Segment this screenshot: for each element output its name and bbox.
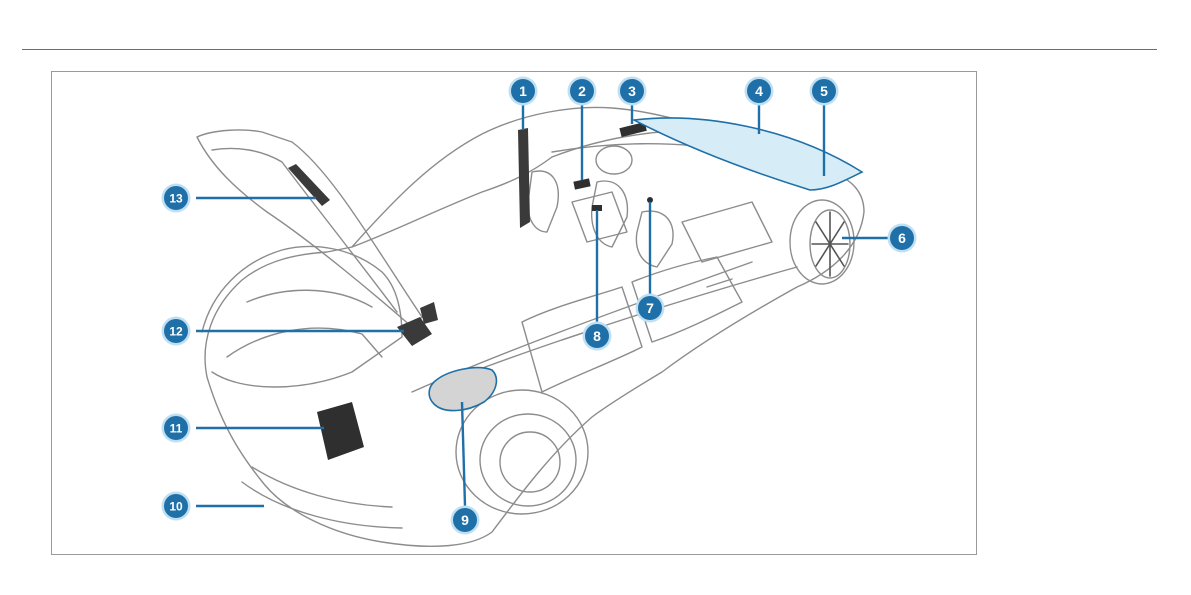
trunk-floor xyxy=(227,328,382,357)
callout-2-label: 2 xyxy=(578,83,586,99)
callout-1-label: 1 xyxy=(519,83,527,99)
leader-9 xyxy=(462,402,465,506)
front-seat-right xyxy=(636,211,673,267)
center-console xyxy=(572,192,627,242)
console-switch xyxy=(573,178,590,189)
callout-2: 2 xyxy=(568,77,597,106)
rear-bumper xyxy=(242,467,402,528)
callout-4: 4 xyxy=(745,77,774,106)
trunk-lid xyxy=(197,130,422,327)
car-diagram: 1 2 3 4 5 6 7 xyxy=(52,72,976,554)
b-pillar-panel xyxy=(518,128,530,228)
highlighted-parts xyxy=(288,118,862,460)
windscreen-highlight xyxy=(634,118,862,190)
callout-12: 12 xyxy=(162,317,191,346)
callout-10-label: 10 xyxy=(169,500,183,514)
trunk-opening xyxy=(202,246,402,387)
rear-seat xyxy=(528,171,558,232)
callout-11-label: 11 xyxy=(170,422,183,436)
trunk-inner-wall xyxy=(247,290,372,307)
callout-9: 9 xyxy=(451,506,480,535)
trunk-lid-handle xyxy=(288,164,330,206)
side-sill xyxy=(472,267,797,372)
callout-5: 5 xyxy=(810,77,839,106)
callout-6-label: 6 xyxy=(898,230,906,246)
rear-wheel-arch xyxy=(456,390,588,514)
rear-panel xyxy=(317,402,364,460)
callout-4-label: 4 xyxy=(755,83,763,99)
front-wheel-spokes xyxy=(812,212,848,276)
callout-8-label: 8 xyxy=(593,328,601,344)
callout-3-label: 3 xyxy=(628,83,636,99)
callout-6: 6 xyxy=(888,224,917,253)
top-rule xyxy=(22,49,1157,50)
callout-7-label: 7 xyxy=(646,300,654,316)
callout-13-label: 13 xyxy=(169,192,183,206)
callout-8: 8 xyxy=(583,322,612,351)
callout-11: 11 xyxy=(162,414,191,443)
callout-7: 7 xyxy=(636,294,665,323)
callout-1: 1 xyxy=(509,77,538,106)
callout-5-label: 5 xyxy=(820,83,828,99)
callout-13: 13 xyxy=(162,184,191,213)
callout-12-label: 12 xyxy=(169,325,183,339)
door-handle-front xyxy=(707,279,732,287)
car-diagram-frame: 1 2 3 4 5 6 7 xyxy=(51,71,977,555)
trunk-latch xyxy=(397,302,438,346)
interior-floor xyxy=(682,202,772,262)
callout-9-label: 9 xyxy=(461,512,469,528)
steering-wheel xyxy=(596,146,632,174)
callout-10: 10 xyxy=(162,492,191,521)
callout-3: 3 xyxy=(618,77,647,106)
